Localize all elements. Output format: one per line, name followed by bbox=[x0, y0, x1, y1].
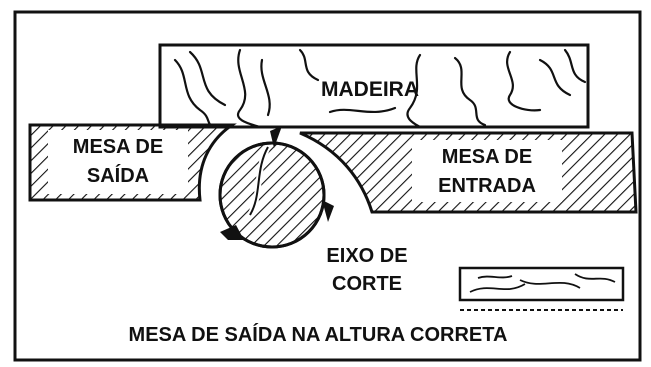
caption: MESA DE SAÍDA NA ALTURA CORRETA bbox=[129, 323, 508, 346]
infeed-label-line2: ENTRADA bbox=[438, 175, 536, 197]
knife-bottom-left bbox=[220, 225, 244, 240]
outfeed-label-line1: MESA DE bbox=[73, 136, 163, 158]
infeed-label-line1: MESA DE bbox=[442, 146, 532, 168]
wood-board bbox=[158, 43, 590, 129]
cutter-label-line2: CORTE bbox=[332, 273, 402, 295]
cutter-label-line1: EIXO DE bbox=[326, 245, 407, 267]
outfeed-label-box bbox=[48, 130, 188, 194]
knife-top bbox=[270, 126, 282, 148]
infeed-label-box bbox=[412, 140, 562, 202]
outfeed-label-line2: SAÍDA bbox=[87, 164, 149, 187]
small-board-icon bbox=[458, 266, 625, 311]
wood-label: MADEIRA bbox=[321, 78, 419, 101]
cutter-head bbox=[218, 126, 334, 249]
knife-right bbox=[322, 200, 334, 222]
